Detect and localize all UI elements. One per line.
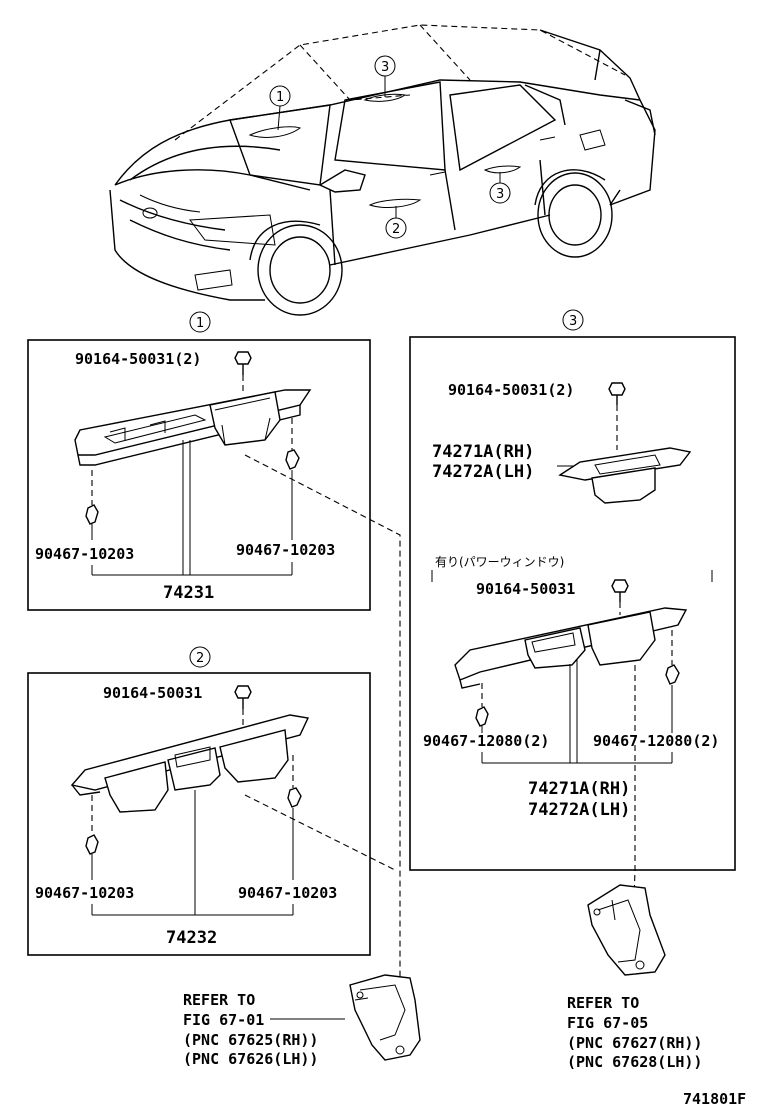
svg-text:REFER TO: REFER TO (567, 994, 639, 1012)
figure-id: 741801F (683, 1090, 746, 1108)
svg-text:REFER TO: REFER TO (183, 991, 255, 1009)
switch-base-74271a (558, 447, 692, 504)
assembly-label: 74232 (166, 928, 217, 948)
bolt-label: 90164-50031(2) (448, 381, 574, 399)
bolt-icon (234, 351, 252, 375)
connector-line-1 (244, 454, 401, 990)
clip-left-label: 90467-10203 (35, 884, 134, 902)
assy-rh-label: 74271A(RH) (528, 779, 630, 799)
clip-right-label: 90467-10203 (236, 541, 335, 559)
assembly-label: 74231 (163, 583, 214, 603)
svg-text:2: 2 (392, 222, 400, 237)
refer-note-left: REFER TO FIG 67-01 (PNC 67625(RH)) (PNC … (183, 991, 345, 1068)
switch-base-power-window (454, 607, 688, 689)
svg-text:(PNC 67627(RH)): (PNC 67627(RH)) (567, 1034, 702, 1052)
clip-left-icon (85, 834, 99, 855)
svg-text:3: 3 (381, 60, 389, 75)
door-bracket-left (349, 974, 421, 1061)
bolt-icon (608, 382, 626, 405)
option-note: 有り(パワーウィンドウ) (435, 555, 564, 569)
svg-text:(PNC 67625(RH)): (PNC 67625(RH)) (183, 1031, 318, 1049)
svg-text:2: 2 (196, 651, 204, 666)
svg-text:1: 1 (196, 316, 204, 331)
clip-left-icon (475, 706, 489, 727)
clip-right-label: 90467-12080(2) (593, 732, 719, 750)
clip-right-icon (665, 664, 680, 685)
part-lh-label: 74272A(LH) (432, 462, 534, 482)
assy-lh-label: 74272A(LH) (528, 800, 630, 820)
car-illustration (109, 24, 656, 316)
svg-text:(PNC 67628(LH)): (PNC 67628(LH)) (567, 1053, 702, 1071)
refer-note-right: REFER TO FIG 67-05 (PNC 67627(RH)) (PNC … (567, 994, 702, 1071)
svg-text:FIG 67-05: FIG 67-05 (567, 1014, 648, 1032)
connector-line-2 (244, 794, 396, 871)
svg-text:1: 1 (276, 90, 284, 105)
svg-text:FIG 67-01: FIG 67-01 (183, 1011, 264, 1029)
car-callout-1: 1 (269, 85, 291, 131)
door-bracket-right (587, 884, 666, 976)
switch-base-74232 (70, 714, 310, 813)
car-callout-3-top: 3 (374, 55, 396, 97)
section-1: 1 90164-50031(2) (27, 311, 371, 611)
bolt-opt-label: 90164-50031 (476, 580, 575, 598)
clip-left-label: 90467-10203 (35, 545, 134, 563)
clip-left-icon (85, 504, 99, 525)
clip-right-icon (285, 449, 300, 470)
clip-right-label: 90467-10203 (238, 884, 337, 902)
clip-right-icon (287, 787, 302, 808)
bolt-label: 90164-50031 (103, 684, 202, 702)
section-2: 2 90164-50031 90467-10203 90467-10203 (27, 646, 371, 956)
car-callout-2: 2 (385, 206, 407, 239)
svg-text:(PNC 67626(LH)): (PNC 67626(LH)) (183, 1050, 318, 1068)
part-rh-label: 74271A(RH) (432, 442, 534, 462)
clip-left-label: 90467-12080(2) (423, 732, 549, 750)
svg-text:3: 3 (496, 187, 504, 202)
bolt-icon (234, 685, 252, 709)
svg-text:3: 3 (569, 314, 577, 329)
bolt-label: 90164-50031(2) (75, 350, 201, 368)
switch-base-74231 (74, 389, 312, 466)
bolt-icon (611, 579, 629, 602)
section-3: 3 90164-50031(2) 74271A(RH) 74272A(LH) 有… (409, 309, 736, 871)
car-callout-3-rear: 3 (489, 172, 511, 204)
